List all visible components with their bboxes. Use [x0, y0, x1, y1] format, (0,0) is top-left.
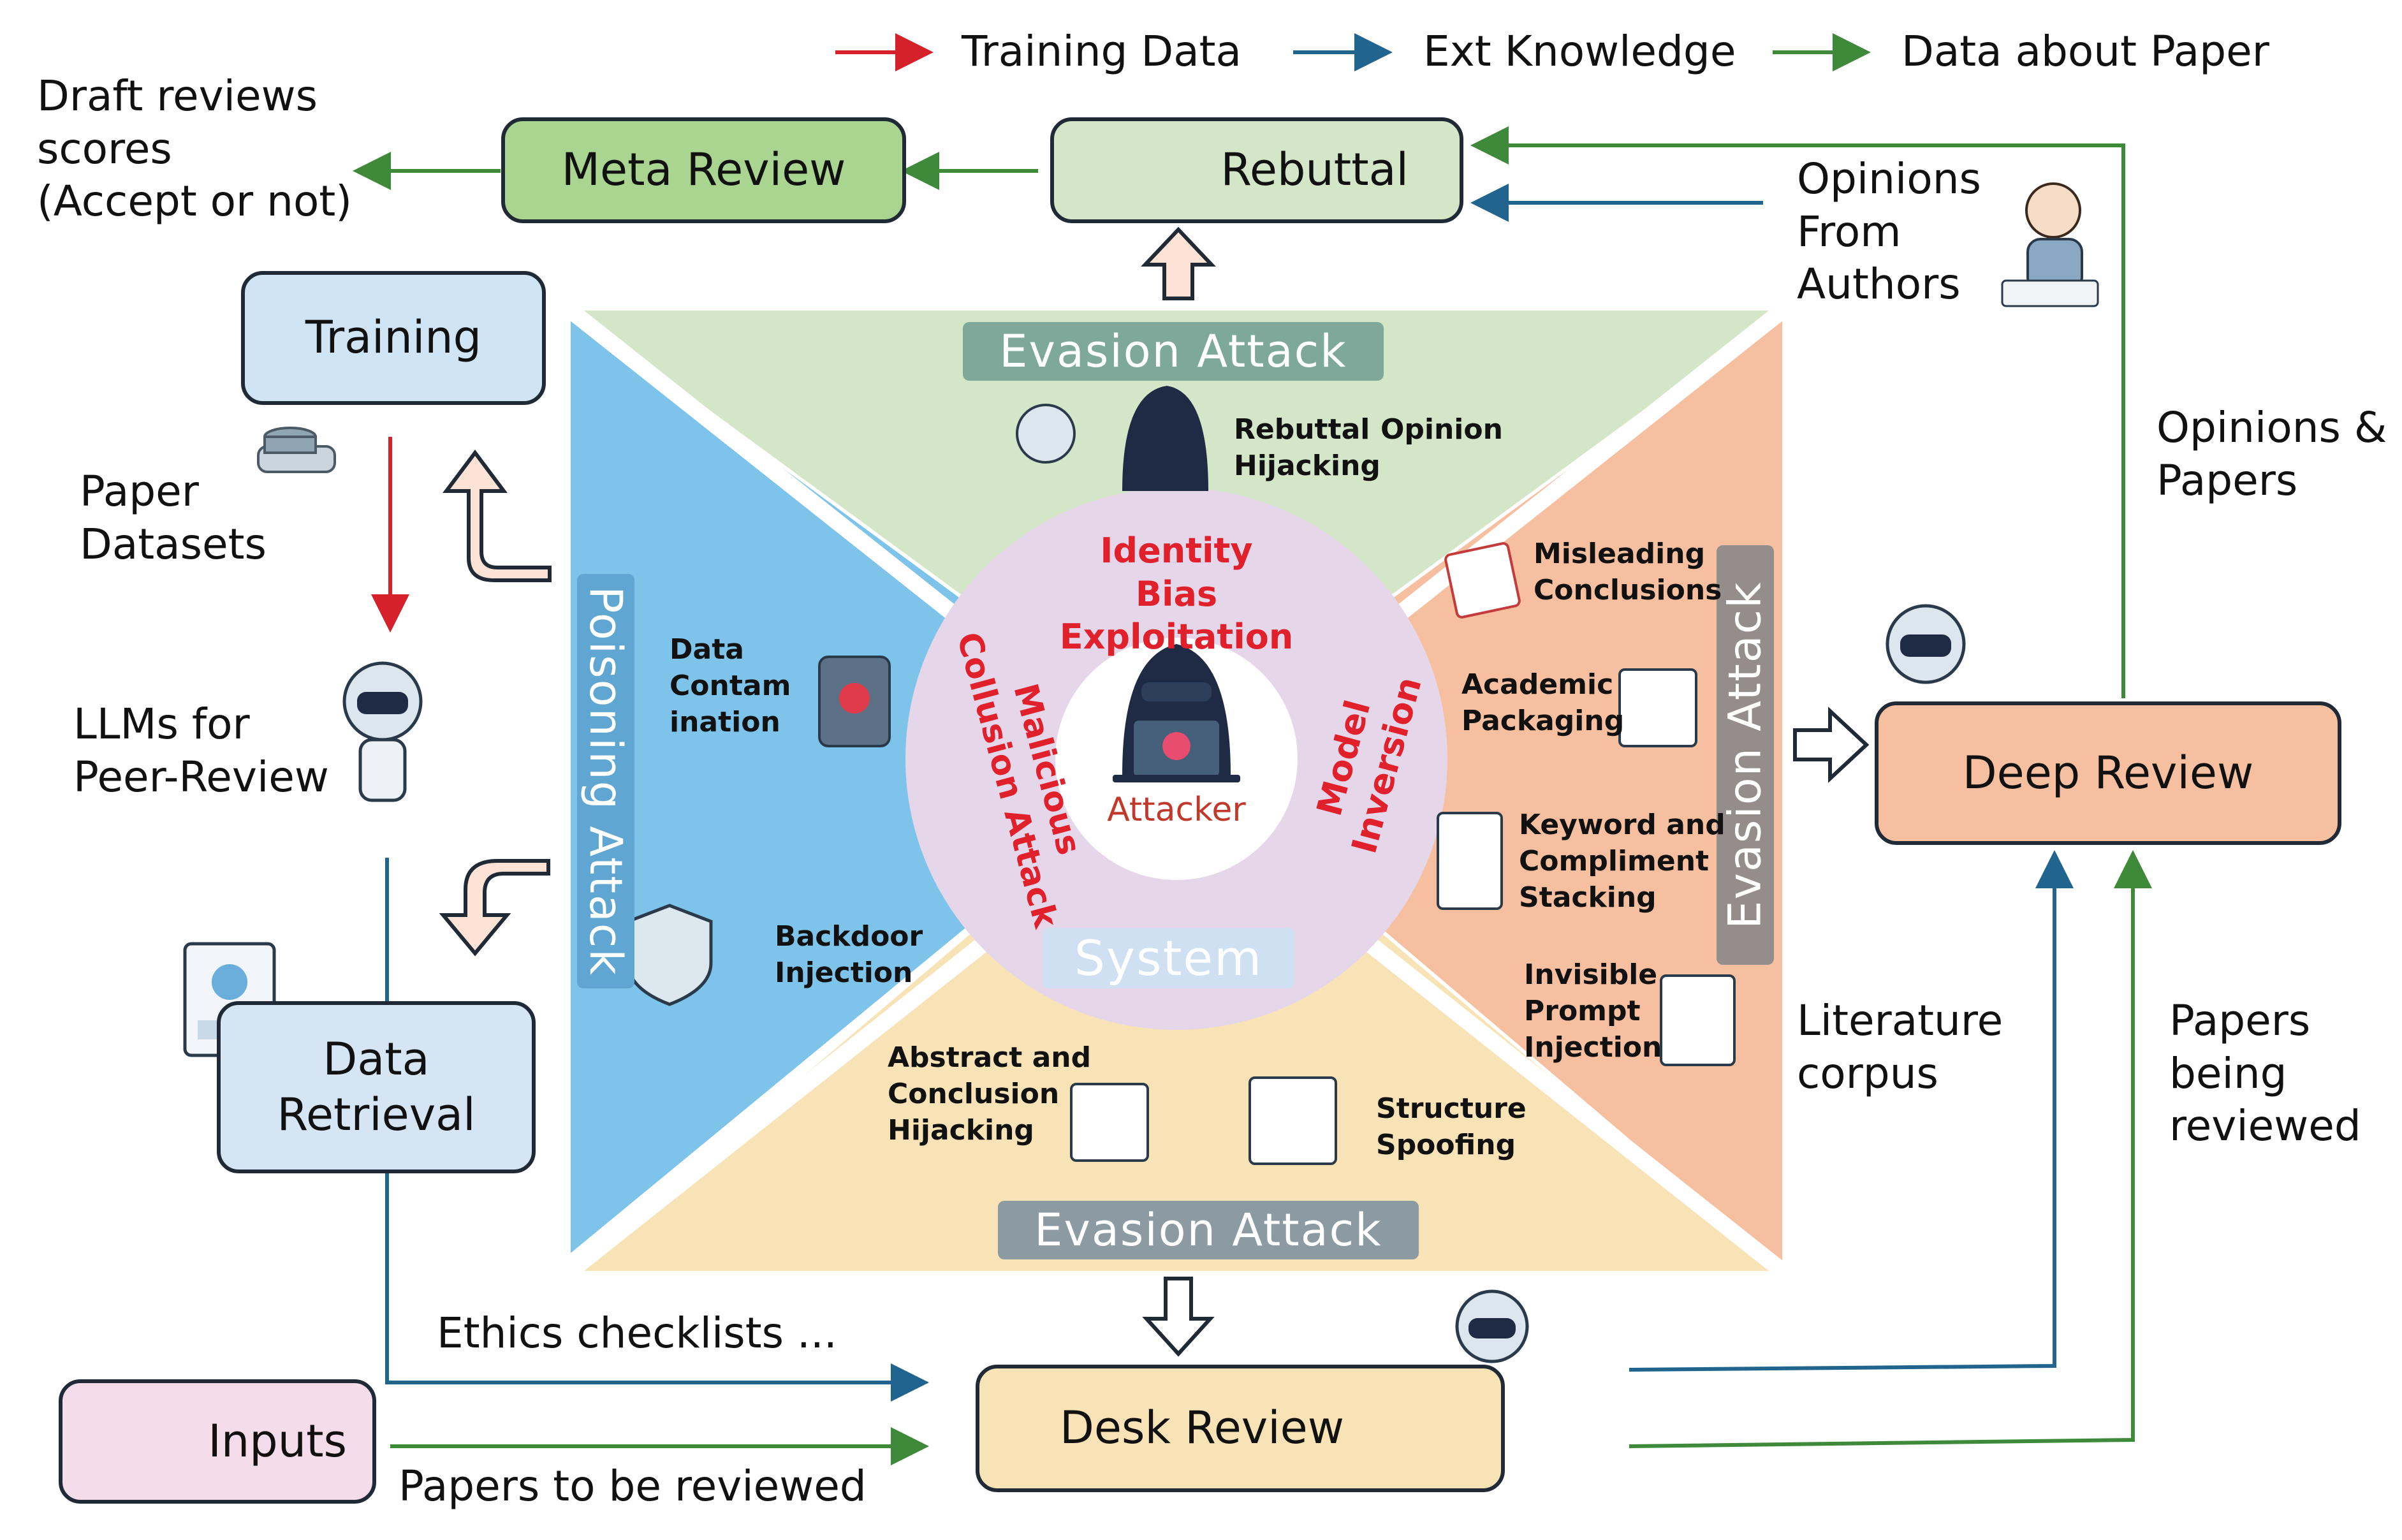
poisoning-attack-band: Poisoning Attack	[577, 574, 634, 988]
arrow-desk-to-deep-literature	[1629, 850, 2074, 1372]
legend-ext-knowledge: Ext Knowledge	[1423, 27, 1736, 76]
inputs-label: Inputs	[208, 1414, 347, 1467]
keyword-compliment-label: Keyword and Compliment Stacking	[1519, 809, 1725, 914]
legend-training-data: Training Data	[962, 27, 1241, 76]
data-contamination-label: Data Contam ination	[670, 633, 791, 739]
papers-being-reviewed-label: Papers being reviewed	[2169, 996, 2361, 1150]
data-retrieval-node: Data Retrieval	[217, 1001, 536, 1173]
hollow-arrow-right-deep	[1793, 707, 1870, 783]
invisible-prompt-label: Invisible Prompt Injection	[1524, 958, 1662, 1064]
papers-to-be-reviewed-label: Papers to be reviewed	[399, 1462, 867, 1511]
papers-icon	[1660, 974, 1736, 1066]
llms-peer-review-label: LLMs for Peer-Review	[73, 700, 329, 802]
draft-reviews-output: Draft reviews scores (Accept or not)	[37, 71, 353, 226]
training-node: Training	[241, 271, 546, 405]
evasion-attack-right-band: Evasion Attack	[1717, 545, 1774, 965]
rebuttal-hijacking-label: Rebuttal Hijacking	[1234, 413, 1380, 483]
shield-icon	[626, 904, 713, 1006]
papers-icon	[1444, 542, 1521, 619]
robot-icon	[1455, 1289, 1529, 1363]
hollow-arrow-up-training	[443, 450, 552, 582]
arrow-desk-to-deep-papers	[1629, 850, 2152, 1448]
database-skull-icon	[818, 656, 891, 747]
robot-icon	[1886, 604, 1966, 684]
papers-icon	[1618, 668, 1697, 747]
evasion-attack-bottom-band: Evasion Attack	[998, 1201, 1419, 1259]
rebuttal-node: Rebuttal	[1050, 117, 1463, 223]
poisoning-attack-region	[571, 312, 1175, 1253]
evasion-attack-right-label: Evasion Attack	[1719, 581, 1772, 929]
arrow-deep-to-rebuttal	[1470, 126, 2125, 698]
structure-spoofing-label: Structure Spoofing	[1376, 1092, 1527, 1162]
hacker-icon	[1016, 386, 1208, 491]
paper-datasets-label: Paper Datasets	[80, 467, 267, 569]
meta-review-node: Meta Review	[501, 117, 906, 223]
poisoning-attack-label: Poisoning Attack	[580, 586, 632, 976]
deep-review-node: Deep Review	[1875, 701, 2341, 845]
academic-packaging-label: Academic Packaging	[1461, 668, 1625, 738]
desk-review-node: Desk Review	[976, 1365, 1505, 1492]
author-person-icon	[2001, 182, 2099, 307]
abstract-conclusion-label: Abstract and Conclusion Hijacking	[888, 1041, 1092, 1147]
opinion-label: Opinion	[1380, 413, 1503, 446]
legend-data-about-paper: Data about Paper	[1901, 27, 2269, 76]
papers-icon	[1070, 1083, 1149, 1162]
hollow-arrow-down-desk	[1142, 1277, 1215, 1357]
ethics-checklists-label: Ethics checklists ...	[437, 1309, 837, 1358]
attacker-icon	[1113, 644, 1240, 782]
misleading-conclusions-label: Misleading Conclusions	[1534, 538, 1722, 607]
inputs-node: Inputs	[59, 1379, 376, 1504]
identity-bias-label: Identity Bias Exploitation	[1059, 531, 1294, 657]
papers-icon	[1249, 1076, 1337, 1165]
opinions-papers-label: Opinions & Papers	[2157, 403, 2387, 505]
backdoor-injection-label: Backdoor Injection	[775, 920, 923, 990]
rebuttal-label: Rebuttal	[1220, 143, 1409, 196]
hollow-arrow-up-rebuttal	[1141, 226, 1216, 300]
attacker-label: Attacker	[1107, 791, 1246, 829]
model-attack-region	[1178, 312, 1782, 1269]
system-band: System	[1043, 928, 1294, 988]
opinions-from-authors-label: Opinions From Authors	[1797, 154, 1981, 309]
robot-icon	[342, 661, 423, 802]
papers-icon	[1437, 812, 1503, 910]
hollow-arrow-down-retrieval	[439, 859, 550, 957]
literature-corpus-label: Literature corpus	[1797, 996, 2003, 1098]
evasion-attack-top-band: Evasion Attack	[963, 322, 1384, 381]
database-icon	[257, 427, 336, 473]
